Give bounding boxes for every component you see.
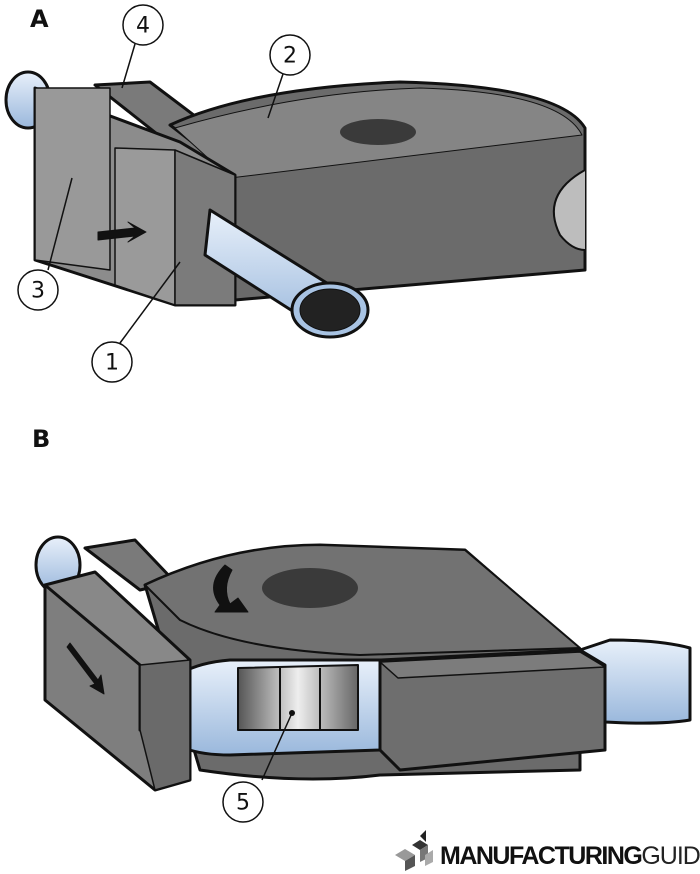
clamp-die <box>378 648 607 772</box>
logo-light-text: GUIDE <box>641 841 700 870</box>
mandrel-balls <box>237 664 359 731</box>
bend-die-top <box>144 544 581 656</box>
tube-exit <box>578 638 692 725</box>
logo-cubes-icon <box>395 830 433 871</box>
die-center-hole <box>340 119 416 145</box>
die-groove <box>552 169 586 251</box>
arrow-right-icon <box>97 221 147 243</box>
callout-3: 3 <box>31 279 45 304</box>
panel-a-callouts <box>17 4 311 383</box>
arrow-diagonal-icon <box>66 642 105 695</box>
callout-5-circle <box>222 781 264 823</box>
panel-a-machine <box>4 70 587 339</box>
callout-2: 2 <box>283 44 297 69</box>
panel-b-label: B <box>32 425 50 453</box>
panel-b-machine <box>34 535 692 792</box>
callout-5: 5 <box>236 791 250 816</box>
rotate-arrow-icon <box>213 564 249 613</box>
panel-a-label: A <box>30 5 49 33</box>
callout-5-leader <box>261 712 293 781</box>
tube-bore <box>299 288 361 332</box>
callout-1: 1 <box>105 351 119 376</box>
die-center-hole <box>262 568 358 608</box>
manufacturing-guide-logo: MANUFACTURING GUIDE <box>388 838 700 874</box>
callout-4: 4 <box>136 14 150 39</box>
panel-a-leaders <box>47 43 284 344</box>
logo-bold-text: MANUFACTURING <box>440 841 643 870</box>
